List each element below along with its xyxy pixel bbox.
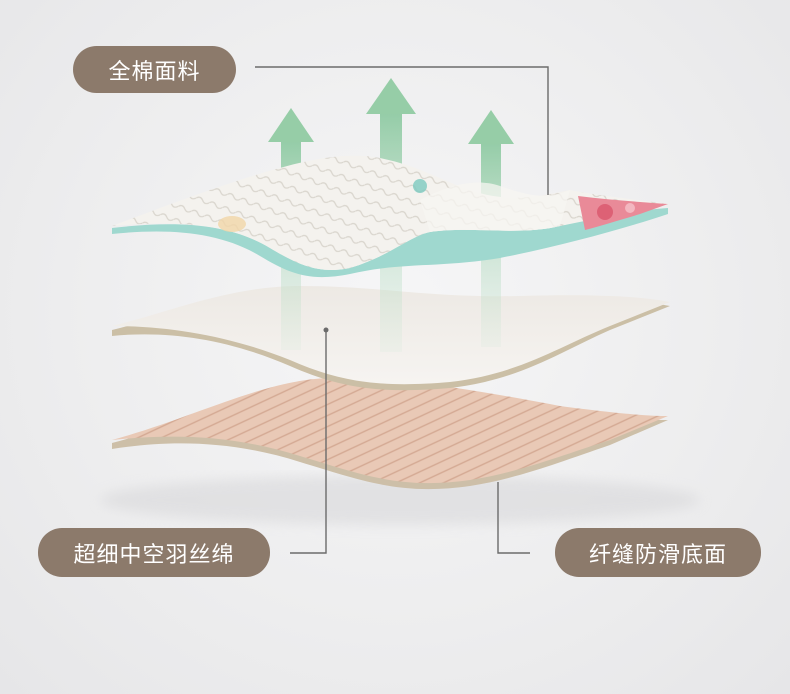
label-antislip-bottom-text: 纤缝防滑底面 <box>588 542 727 568</box>
label-cotton-fabric: 全棉面料 <box>73 46 236 93</box>
leader-line-top <box>255 66 549 195</box>
leader-line-right <box>497 482 530 554</box>
bottom-layer-graphic <box>112 377 668 490</box>
label-hollow-fiber-filling: 超细中空羽丝绵 <box>38 528 270 577</box>
leader-dot <box>323 327 329 333</box>
top-layer-graphic <box>112 155 668 278</box>
leader-line-left <box>290 330 327 554</box>
label-cotton-fabric-text: 全棉面料 <box>108 59 201 85</box>
leader-lines <box>255 66 549 554</box>
label-hollow-fiber-filling-text: 超细中空羽丝绵 <box>73 542 235 568</box>
floor-shadow <box>100 475 700 525</box>
label-antislip-bottom: 纤缝防滑底面 <box>555 528 761 577</box>
